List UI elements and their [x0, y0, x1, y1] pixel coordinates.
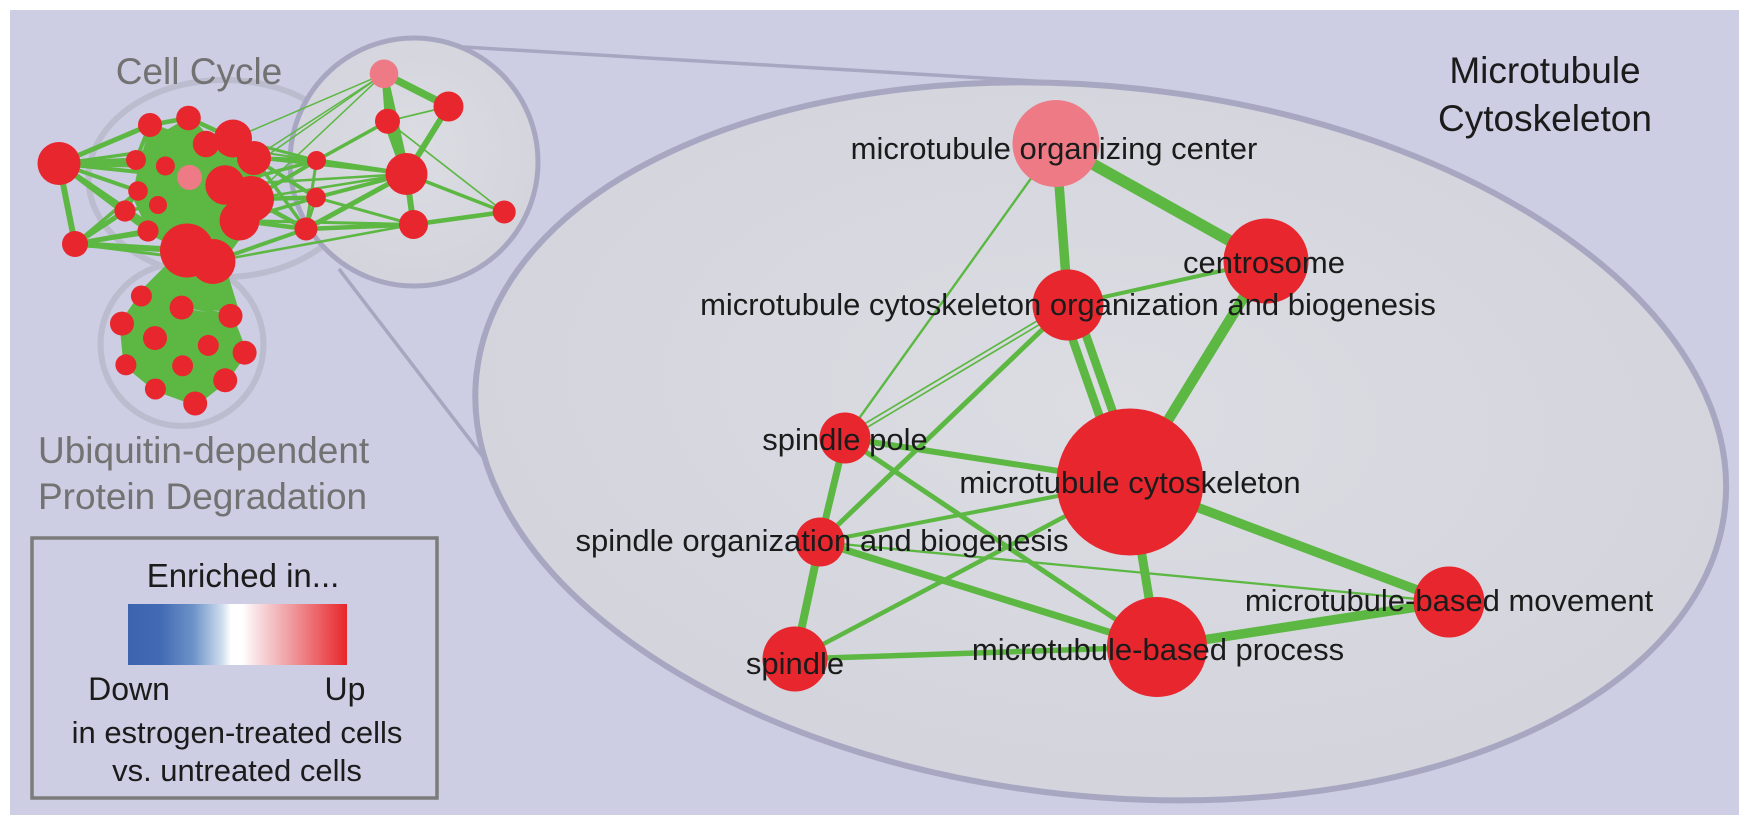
svg-text:microtubule organizing center: microtubule organizing center — [851, 131, 1258, 166]
svg-text:microtubule cytoskeleton: microtubule cytoskeleton — [959, 465, 1300, 500]
svg-text:centrosome: centrosome — [1183, 245, 1345, 280]
svg-text:microtubule-based movement: microtubule-based movement — [1245, 583, 1654, 618]
svg-text:Cytoskeleton: Cytoskeleton — [1438, 98, 1652, 139]
svg-text:microtubule-based process: microtubule-based process — [972, 632, 1344, 667]
svg-text:Ubiquitin-dependent: Ubiquitin-dependent — [38, 430, 370, 471]
svg-text:Protein Degradation: Protein Degradation — [38, 476, 367, 517]
svg-text:Up: Up — [325, 671, 366, 707]
svg-text:Down: Down — [88, 671, 170, 707]
svg-text:spindle organization and bioge: spindle organization and biogenesis — [576, 523, 1069, 558]
svg-text:in estrogen-treated cells: in estrogen-treated cells — [72, 715, 403, 750]
svg-text:Microtubule: Microtubule — [1449, 50, 1640, 91]
svg-text:spindle pole: spindle pole — [762, 422, 927, 457]
svg-text:vs. untreated cells: vs. untreated cells — [112, 753, 362, 788]
svg-text:microtubule cytoskeleton organ: microtubule cytoskeleton organization an… — [700, 287, 1436, 322]
svg-text:spindle: spindle — [746, 646, 844, 681]
svg-text:Cell Cycle: Cell Cycle — [116, 51, 283, 92]
svg-text:Enriched in...: Enriched in... — [147, 557, 340, 594]
